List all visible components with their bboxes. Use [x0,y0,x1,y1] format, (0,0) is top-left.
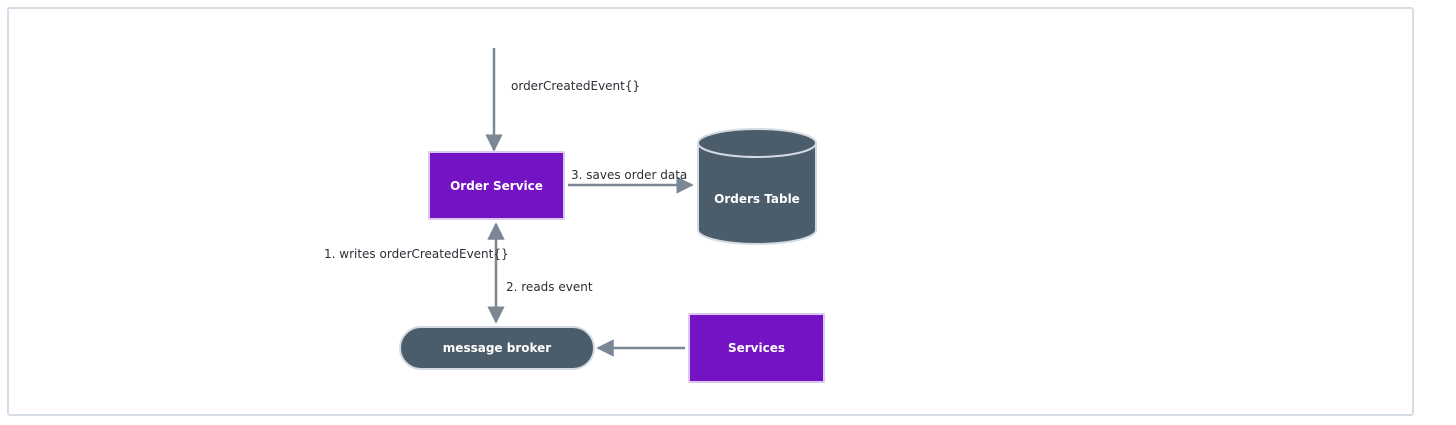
orders-table-label: Orders Table [714,192,800,206]
incoming-event-label: orderCreatedEvent{} [511,79,641,93]
order-service-label: Order Service [450,178,543,193]
message-broker-node[interactable]: message broker [399,326,595,370]
order-service-node[interactable]: Order Service [428,151,565,220]
services-label: Services [727,341,786,355]
orders-table-cylinder [697,128,817,245]
message-broker-label: message broker [442,341,552,355]
services-node[interactable]: Services [688,313,825,383]
saves-order-label: 3. saves order data [571,168,688,182]
reads-event-label: 2. reads event [506,280,593,294]
writes-event-label: 1. writes orderCreatedEvent{} [324,247,509,261]
